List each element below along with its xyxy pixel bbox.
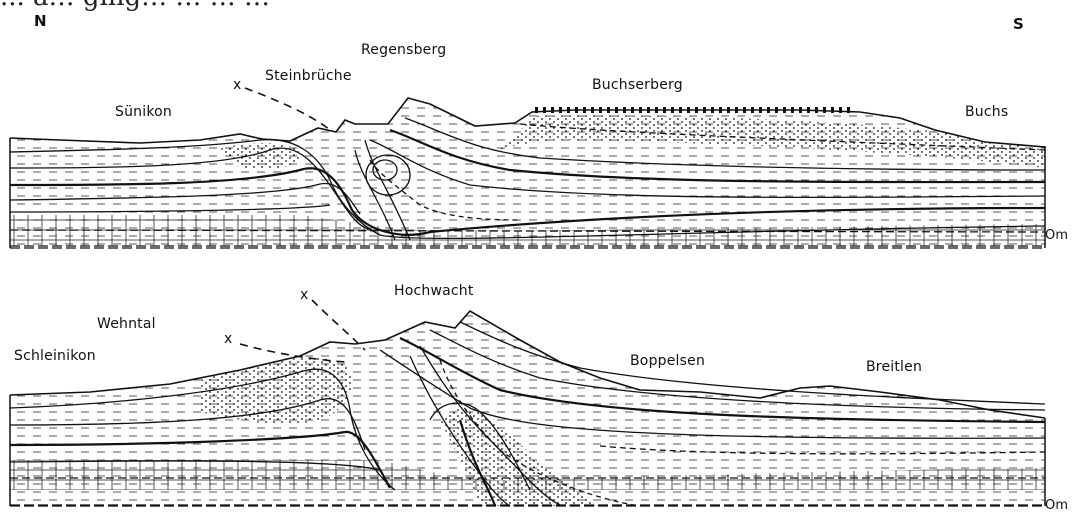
fault-line-upper bbox=[245, 88, 330, 130]
upper-section bbox=[10, 100, 1050, 250]
